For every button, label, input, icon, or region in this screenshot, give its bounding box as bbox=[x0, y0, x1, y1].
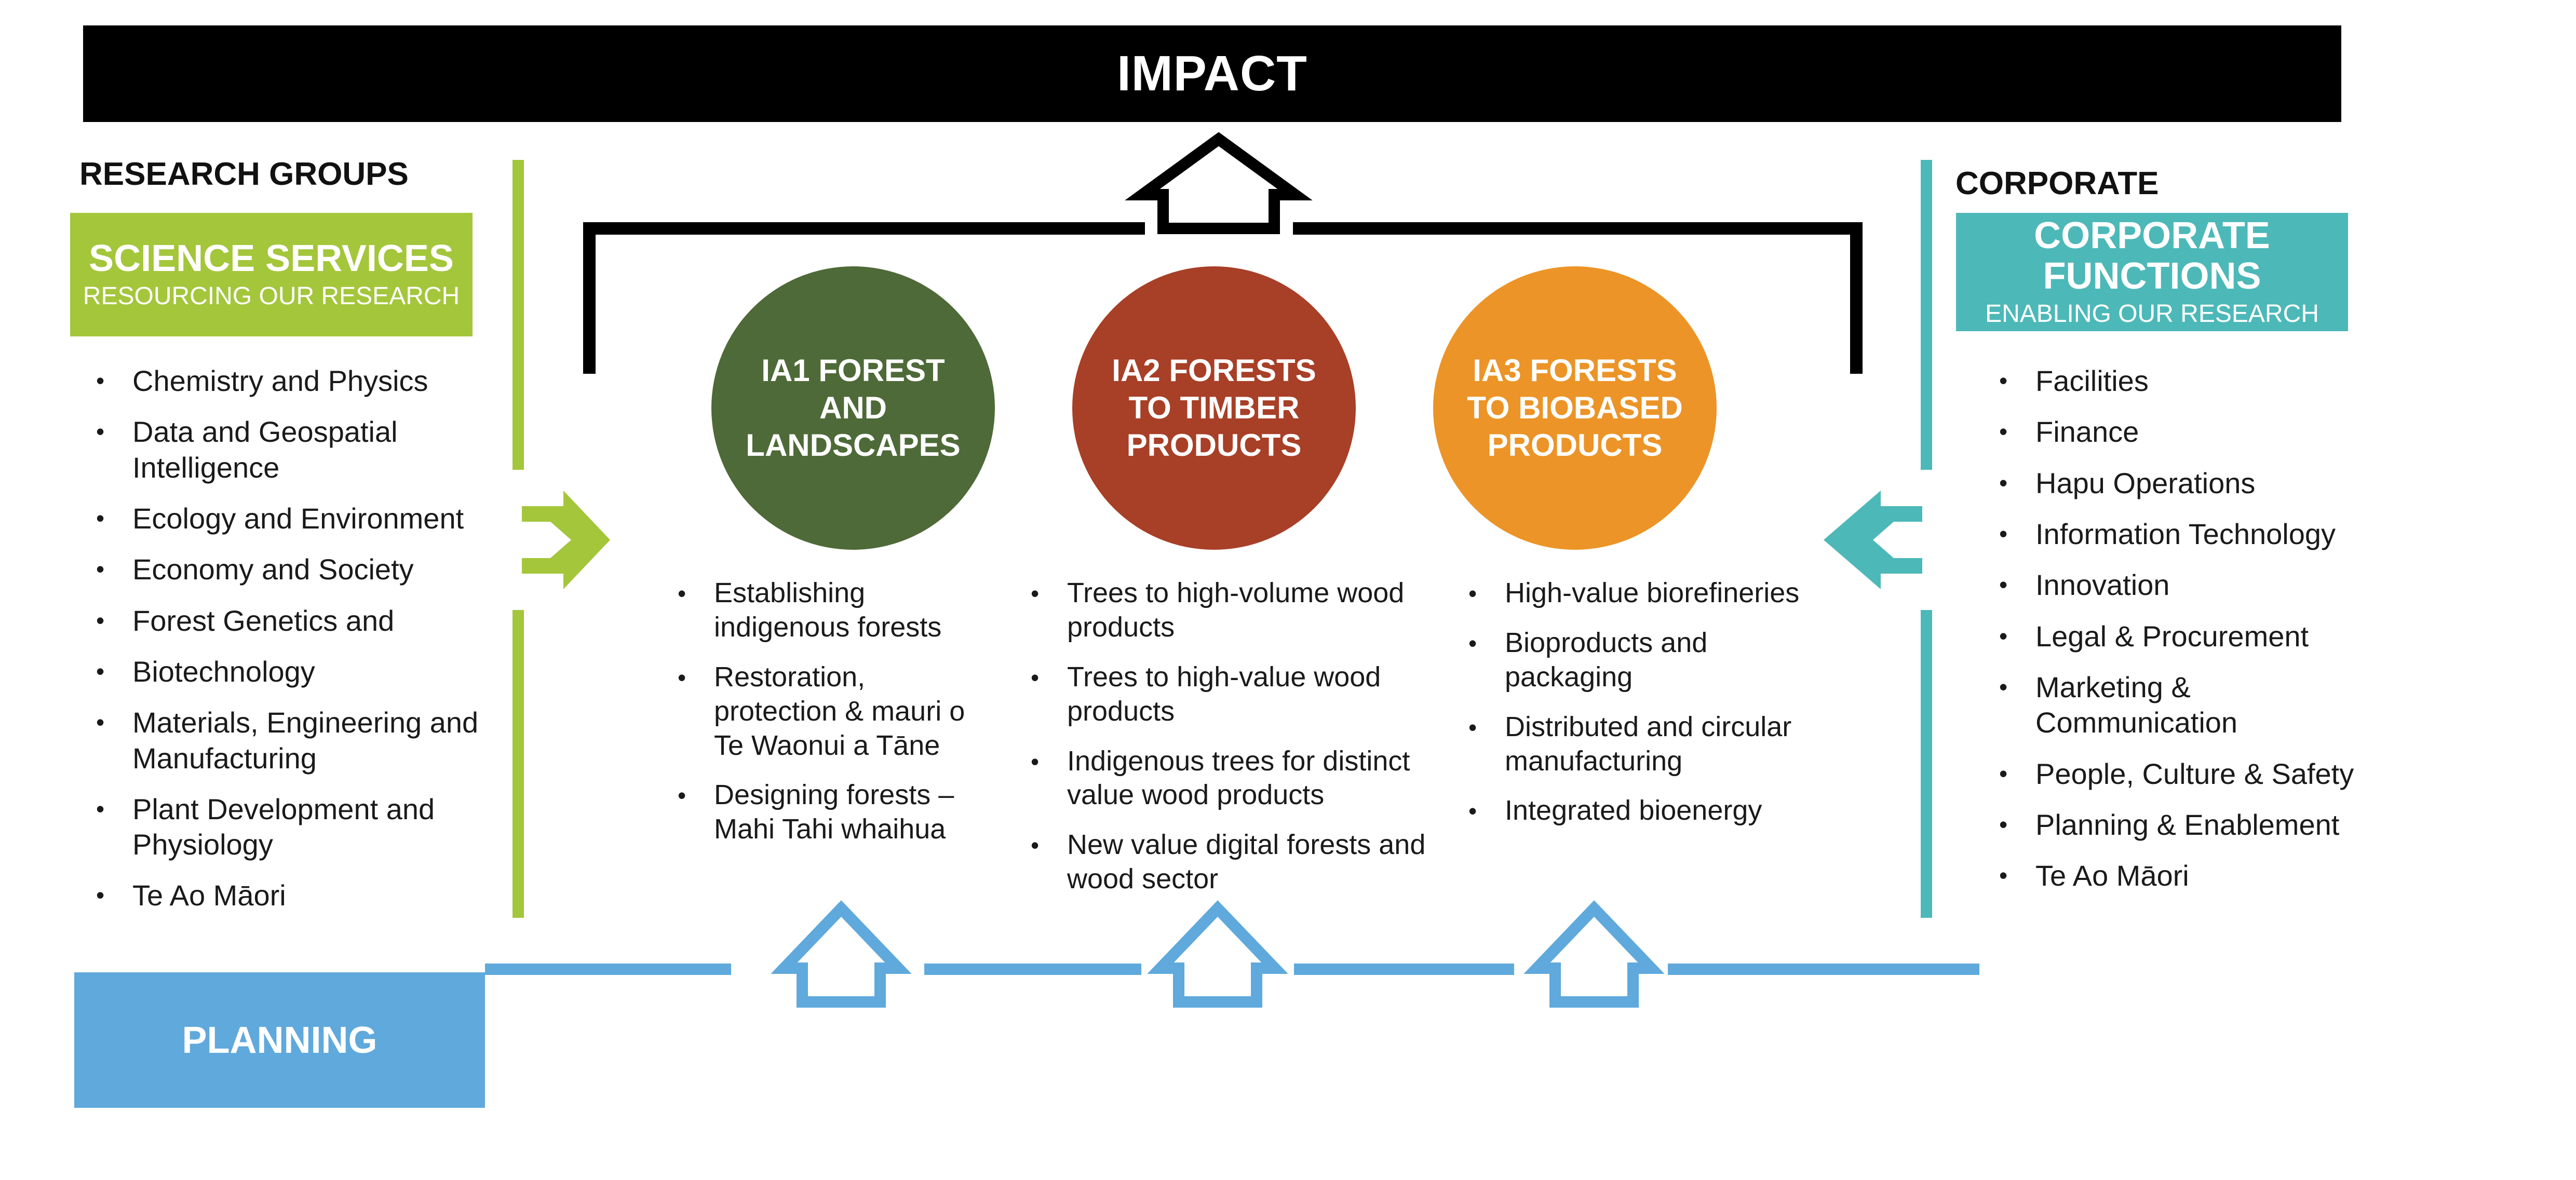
list-item: Planning & Enablement bbox=[1999, 807, 2373, 843]
ia3-circle: IA3 FORESTS TO BIOBASED PRODUCTS bbox=[1433, 266, 1717, 550]
planning-up-arrow-2 bbox=[1147, 900, 1288, 1008]
ia2-list: Trees to high-volume wood products Trees… bbox=[1031, 576, 1446, 912]
corporate-functions-title: CORPORATE FUNCTIONS bbox=[2034, 214, 2270, 297]
list-item: Information Technology bbox=[1999, 517, 2373, 552]
list-item: Forest Genetics and bbox=[96, 603, 511, 639]
list-item: Economy and Society bbox=[96, 552, 511, 587]
corporate-functions-box: CORPORATE FUNCTIONS ENABLING OUR RESEARC… bbox=[1956, 213, 2348, 331]
impact-up-arrow bbox=[1125, 132, 1313, 234]
research-groups-list: Chemistry and Physics Data and Geospatia… bbox=[96, 363, 511, 929]
list-item: Restoration, protection & mauri o Te Wao… bbox=[678, 660, 979, 763]
list-item: Designing forests – Mahi Tahi whaihua bbox=[678, 778, 979, 847]
corporate-functions-subtitle: ENABLING OUR RESEARCH bbox=[1985, 300, 2319, 328]
ia2-circle: IA2 FORESTS TO TIMBER PRODUCTS bbox=[1072, 266, 1356, 550]
list-item: Hapu Operations bbox=[1999, 466, 2373, 501]
list-item: Ecology and Environment bbox=[96, 501, 511, 536]
corporate-heading: CORPORATE bbox=[1955, 166, 2159, 201]
list-item: Indigenous trees for distinct value wood… bbox=[1031, 744, 1446, 813]
list-item: Trees to high-value wood products bbox=[1031, 660, 1446, 729]
list-item: Marketing & Communication bbox=[1999, 670, 2373, 741]
science-right-arrow bbox=[522, 491, 610, 589]
list-item: Trees to high-volume wood products bbox=[1031, 576, 1446, 645]
corporate-left-arrow bbox=[1824, 491, 1922, 589]
list-item: Legal & Procurement bbox=[1999, 619, 2373, 654]
list-item: Establishing indigenous forests bbox=[678, 576, 979, 645]
list-item: New value digital forests and wood secto… bbox=[1031, 828, 1446, 897]
planning-up-arrow-1 bbox=[771, 900, 912, 1008]
impact-banner: IMPACT bbox=[83, 25, 2341, 122]
list-item: Finance bbox=[1999, 414, 2373, 450]
list-item: Bioproducts and packaging bbox=[1468, 626, 1842, 695]
ia3-list: High-value biorefineries Bioproducts and… bbox=[1468, 576, 1842, 844]
list-item: Chemistry and Physics bbox=[96, 363, 511, 399]
list-item: Facilities bbox=[1999, 363, 2373, 399]
list-item: Data and Geospatial Intelligence bbox=[96, 414, 511, 485]
list-item: Distributed and circular manufacturing bbox=[1468, 710, 1842, 779]
planning-box: PLANNING bbox=[74, 972, 485, 1108]
list-item: High-value biorefineries bbox=[1468, 576, 1842, 611]
corporate-list: Facilities Finance Hapu Operations Infor… bbox=[1999, 363, 2373, 909]
list-item: Materials, Engineering and Manufacturing bbox=[96, 705, 511, 776]
ia1-list: Establishing indigenous forests Restorat… bbox=[678, 576, 979, 862]
ia1-circle: IA1 FOREST AND LANDSCAPES bbox=[711, 266, 995, 550]
science-services-box: SCIENCE SERVICES RESOURCING OUR RESEARCH bbox=[70, 213, 473, 336]
list-item: Innovation bbox=[1999, 567, 2373, 603]
list-item: Plant Development and Physiology bbox=[96, 792, 511, 863]
science-services-subtitle: RESOURCING OUR RESEARCH bbox=[83, 282, 460, 310]
list-item: Integrated bioenergy bbox=[1468, 794, 1842, 829]
list-item: Te Ao Māori bbox=[1999, 858, 2373, 893]
list-item: Te Ao Māori bbox=[96, 878, 511, 913]
list-item: Biotechnology bbox=[96, 654, 511, 689]
research-groups-heading: RESEARCH GROUPS bbox=[79, 156, 409, 192]
science-services-title: SCIENCE SERVICES bbox=[89, 237, 454, 279]
planning-up-arrow-3 bbox=[1523, 900, 1665, 1008]
list-item: People, Culture & Safety bbox=[1999, 756, 2373, 792]
impact-bracket bbox=[583, 222, 1863, 374]
